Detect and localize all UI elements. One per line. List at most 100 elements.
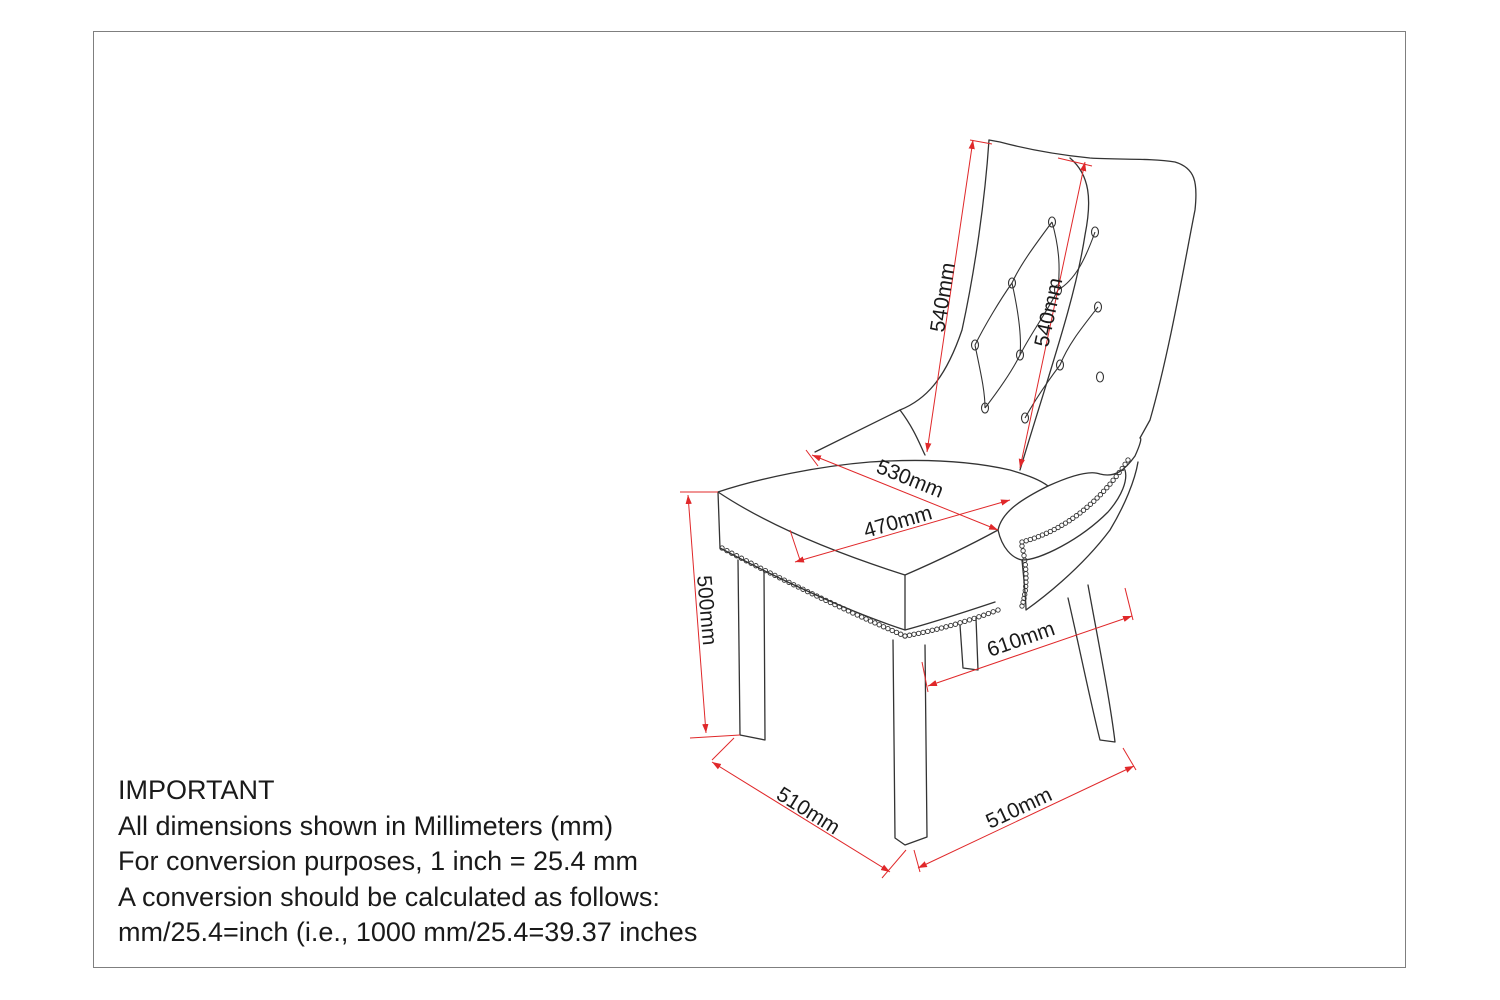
- nailhead: [1097, 492, 1104, 498]
- nailhead: [872, 620, 878, 626]
- nailhead: [1116, 469, 1122, 476]
- nailhead: [1080, 507, 1087, 513]
- nailhead: [966, 617, 973, 623]
- dimension-labels: 540mm 540mm 530mm 470mm 500mm 610mm 510m…: [692, 261, 1067, 839]
- nailhead: [1119, 465, 1125, 472]
- nailhead: [743, 558, 749, 564]
- nailhead: [1023, 575, 1029, 581]
- label-back-height-left: 540mm: [926, 261, 960, 334]
- nailhead: [800, 586, 806, 592]
- nailhead: [902, 633, 908, 639]
- nailhead: [786, 579, 792, 586]
- right-arm-side: [1021, 461, 1139, 611]
- dim-seat-width: [794, 499, 1011, 563]
- nailhead: [1100, 488, 1107, 494]
- nailhead: [962, 618, 968, 625]
- nailhead: [781, 577, 787, 583]
- nailhead: [863, 616, 869, 622]
- nailhead: [880, 624, 887, 630]
- nailhead: [724, 547, 730, 554]
- nailhead-trim: [719, 457, 1131, 639]
- nailhead: [1023, 571, 1029, 577]
- front-right-leg: [892, 639, 928, 846]
- nailhead: [1022, 562, 1028, 568]
- nailhead: [1019, 603, 1025, 609]
- nailhead: [867, 618, 874, 624]
- important-notes: IMPORTANT All dimensions shown in Millim…: [118, 773, 818, 951]
- nailhead: [804, 588, 811, 595]
- nailhead: [1104, 485, 1110, 491]
- nailhead: [1110, 477, 1116, 483]
- nailhead: [1055, 524, 1061, 531]
- nailhead: [889, 627, 895, 634]
- nailhead: [753, 563, 759, 569]
- nailhead: [990, 609, 996, 615]
- nailhead: [938, 625, 945, 631]
- seat-front: [717, 491, 996, 631]
- nailhead: [985, 610, 992, 617]
- nailhead: [1084, 504, 1090, 510]
- nailhead: [748, 560, 754, 566]
- nailhead: [719, 545, 725, 551]
- dim-base-right-ext-right: [1122, 747, 1137, 771]
- nailhead: [1070, 515, 1076, 521]
- nailhead: [885, 625, 891, 632]
- nailhead: [729, 550, 735, 556]
- nailhead: [952, 621, 959, 627]
- nailhead: [1020, 548, 1026, 554]
- label-base-depth: 510mm: [982, 783, 1055, 833]
- right-arm: [997, 437, 1142, 531]
- notes-heading: IMPORTANT: [118, 775, 275, 805]
- nailhead: [854, 612, 860, 618]
- right-arm-roll: [997, 469, 1127, 561]
- nailhead: [1087, 501, 1094, 507]
- nailhead: [762, 567, 769, 574]
- front-left-leg: [737, 559, 766, 741]
- nailhead: [795, 584, 801, 590]
- chair-outline: [717, 139, 1197, 846]
- nailhead: [809, 591, 815, 597]
- nailhead: [823, 597, 829, 604]
- nailhead: [1021, 552, 1027, 559]
- nailhead: [920, 629, 926, 636]
- dim-height-ext-bottom: [689, 734, 741, 739]
- notes-line-4: mm/25.4=inch (i.e., 1000 mm/25.4=39.37 i…: [118, 917, 698, 947]
- nailhead: [981, 612, 987, 618]
- dim-back-right-ext-top: [1057, 157, 1093, 167]
- nailhead: [929, 627, 935, 633]
- dim-base-left-ext-top: [711, 737, 735, 761]
- dim-base-right-ext-left: [913, 849, 921, 873]
- dim-base-right: [917, 765, 1135, 869]
- nailhead: [1113, 473, 1119, 480]
- nailhead: [943, 624, 949, 630]
- nailhead: [850, 610, 856, 616]
- nailhead: [841, 606, 847, 612]
- nailhead: [827, 599, 834, 606]
- back-left-leg: [959, 617, 979, 671]
- nailhead: [738, 555, 745, 561]
- nailhead: [995, 607, 1001, 613]
- nailhead: [934, 626, 940, 632]
- nailhead: [976, 614, 982, 620]
- nailhead: [876, 622, 882, 628]
- label-seat-depth: 530mm: [873, 455, 947, 503]
- label-back-height-right: 540mm: [1030, 276, 1067, 349]
- nailhead: [893, 629, 900, 636]
- nailhead: [915, 630, 922, 637]
- nailhead: [776, 575, 783, 581]
- nailhead: [772, 572, 778, 579]
- label-overall-height: 500mm: [692, 574, 721, 646]
- nailhead: [1059, 522, 1065, 528]
- dim-seat-depth-ext-left: [805, 449, 819, 467]
- dim-arm-depth-ext-left: [921, 661, 929, 693]
- dim-height: [685, 494, 709, 734]
- dim-arm-depth-ext-right: [1124, 587, 1134, 621]
- drawing-frame: [93, 31, 1406, 968]
- dim-base-left: [711, 761, 891, 873]
- label-arm-depth: 610mm: [984, 617, 1058, 662]
- nailhead: [1107, 481, 1113, 487]
- nailhead: [1073, 513, 1080, 519]
- notes-line-2: For conversion purposes, 1 inch = 25.4 m…: [118, 846, 639, 876]
- label-seat-width: 470mm: [861, 501, 935, 542]
